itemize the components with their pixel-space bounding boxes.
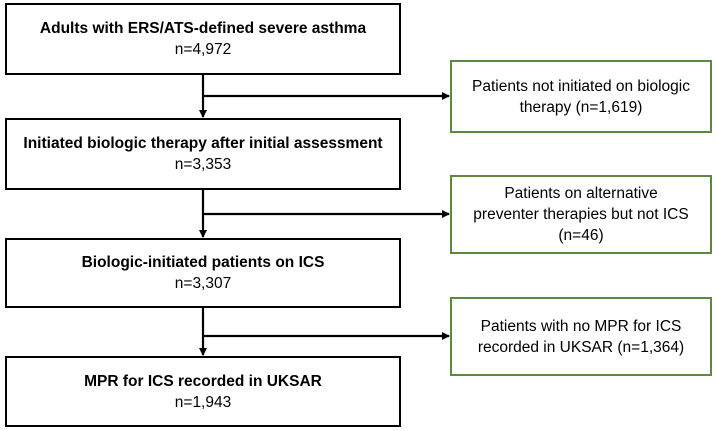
box-title: Adults with ERS/ATS-defined severe asthm… (39, 20, 367, 37)
box-count: n=4,972 (174, 41, 232, 58)
box-excluded-no-mpr: Patients with no MPR for ICS recorded in… (450, 297, 712, 376)
box-title: Biologic-initiated patients on ICS (81, 254, 325, 271)
box-initiated-biologic: Initiated biologic therapy after initial… (5, 118, 401, 190)
box-title: Initiated biologic therapy after initial… (23, 135, 383, 152)
box-text-line: Patients with no MPR for ICS (480, 317, 682, 335)
box-text-line: Patients on alternative (504, 185, 658, 202)
box-severe-asthma-adults: Adults with ERS/ATS-defined severe asthm… (5, 3, 401, 75)
box-count: n=3,353 (174, 156, 232, 173)
box-text-line: recorded in UKSAR (n=1,364) (477, 338, 685, 356)
box-text-line: preventer therapies but not ICS (473, 206, 689, 223)
box-excluded-not-initiated: Patients not initiated on biologic thera… (450, 60, 712, 133)
box-title: MPR for ICS recorded in UKSAR (84, 372, 322, 390)
box-mpr-recorded: MPR for ICS recorded in UKSAR n=1,943 (5, 356, 401, 427)
box-text-line: therapy (n=1,619) (519, 98, 643, 116)
box-excluded-alternative-preventer: Patients on alternative preventer therap… (450, 175, 712, 254)
box-count: n=1,943 (174, 393, 232, 411)
box-text-line: Patients not initiated on biologic (471, 77, 690, 95)
box-biologic-on-ics: Biologic-initiated patients on ICS n=3,3… (5, 238, 401, 308)
box-text-line: (n=46) (558, 227, 604, 244)
box-count: n=3,307 (174, 275, 232, 292)
